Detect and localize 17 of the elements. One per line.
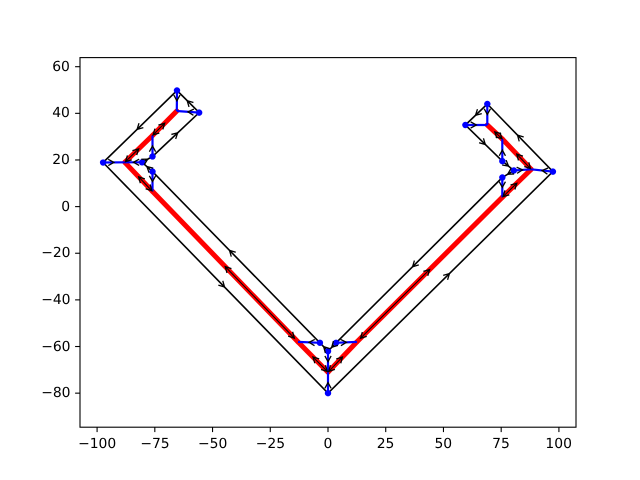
x-tick-label: −100 xyxy=(78,437,116,451)
y-tick-label: −20 xyxy=(41,246,71,260)
y-tick-label: 60 xyxy=(52,60,70,74)
x-tick-label: −75 xyxy=(140,437,170,451)
y-tick-label: −80 xyxy=(41,386,71,400)
y-tick-label: 20 xyxy=(52,152,70,167)
x-tick-label: 25 xyxy=(376,437,394,451)
y-tick-label: 40 xyxy=(52,106,70,120)
x-tick-label: 0 xyxy=(324,437,332,451)
y-tick-label: −40 xyxy=(41,292,71,307)
x-tick-label: 50 xyxy=(434,437,452,451)
x-tick-label: 100 xyxy=(545,437,572,451)
x-tick-label: −25 xyxy=(256,437,286,451)
y-tick-label: 0 xyxy=(61,200,70,214)
x-tick-label: −50 xyxy=(198,437,228,451)
y-tick-label: −60 xyxy=(41,340,71,354)
x-tick-label: 75 xyxy=(492,437,510,451)
